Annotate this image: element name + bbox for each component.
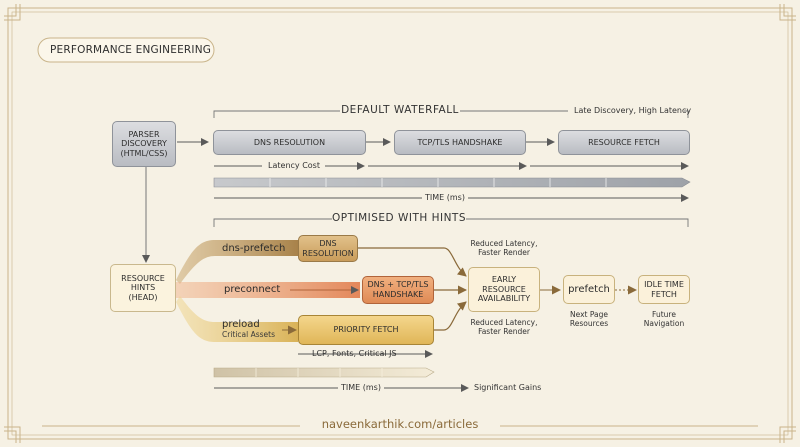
- significant-gains-label: Significant Gains: [474, 383, 542, 392]
- preload-label: preload: [222, 319, 260, 330]
- arrow-priority-to-early: [434, 301, 467, 331]
- tcp-handshake-hint-box: DNS + TCP/TLS HANDSHAKE: [362, 276, 434, 304]
- arrow-dns-to-early: [358, 247, 467, 277]
- resource-fetch-box: RESOURCE FETCH: [558, 130, 690, 155]
- dns-resolution-hint-box: DNS RESOLUTION: [298, 235, 358, 262]
- band-preload: [176, 296, 298, 342]
- tcp-handshake-label: TCP/TLS HANDSHAKE: [417, 137, 503, 147]
- optimised-time-ticks: [255, 368, 383, 377]
- resource-hints-box: RESOURCE HINTS (HEAD): [110, 264, 176, 312]
- decorative-frame: [4, 4, 796, 443]
- dns-resolution-label: DNS RESOLUTION: [253, 137, 326, 147]
- footer-url: naveenkarthik.com/articles: [321, 417, 479, 431]
- benefit-top-label: Reduced Latency, Faster Render: [470, 239, 538, 257]
- idle-fetch-box: IDLE TIME FETCH: [638, 275, 690, 304]
- priority-fetch-label: PRIORITY FETCH: [333, 325, 399, 335]
- early-availability-box: EARLY RESOURCE AVAILABILITY: [468, 267, 540, 312]
- lcp-label: LCP, Fonts, Critical JS: [312, 349, 397, 358]
- waterfall-time-label: TIME (ms): [425, 193, 465, 202]
- idle-fetch-note: Future Navigation: [643, 310, 685, 328]
- tcp-handshake-box: TCP/TLS HANDSHAKE: [394, 130, 526, 155]
- badge-outline: [37, 37, 215, 63]
- band-preconnect: [176, 282, 360, 298]
- dns-prefetch-label: dns-prefetch: [222, 243, 286, 254]
- preload-sublabel: Critical Assets: [222, 330, 276, 339]
- band-dns-prefetch: [176, 240, 298, 284]
- latency-cost-label: Latency Cost: [268, 161, 320, 170]
- prefetch-label: prefetch: [568, 283, 610, 295]
- optimised-title: OPTIMISED WITH HINTS: [331, 212, 467, 224]
- waterfall-title: DEFAULT WATERFALL: [341, 104, 459, 116]
- waterfall-note: Late Discovery, High Latency: [574, 106, 692, 115]
- waterfall-time-bar: [213, 177, 691, 188]
- waterfall-time-ticks: [269, 178, 607, 187]
- preconnect-label: preconnect: [224, 284, 281, 295]
- prefetch-box: prefetch: [563, 275, 615, 304]
- optimised-time-bar: [213, 367, 435, 378]
- optimised-bracket: [213, 218, 689, 227]
- section-badge: PERFORMANCE ENGINEERING: [50, 44, 212, 56]
- benefit-bottom-label: Reduced Latency, Faster Render: [470, 318, 538, 336]
- optimised-time-label: TIME (ms): [341, 383, 381, 392]
- waterfall-bracket: [213, 110, 689, 118]
- priority-fetch-box: PRIORITY FETCH: [298, 315, 434, 345]
- dns-resolution-box: DNS RESOLUTION: [213, 130, 366, 155]
- parser-discovery-box: PARSER DISCOVERY (HTML/CSS): [112, 121, 176, 167]
- prefetch-note: Next Page Resources: [569, 310, 609, 328]
- resource-fetch-label: RESOURCE FETCH: [588, 137, 660, 147]
